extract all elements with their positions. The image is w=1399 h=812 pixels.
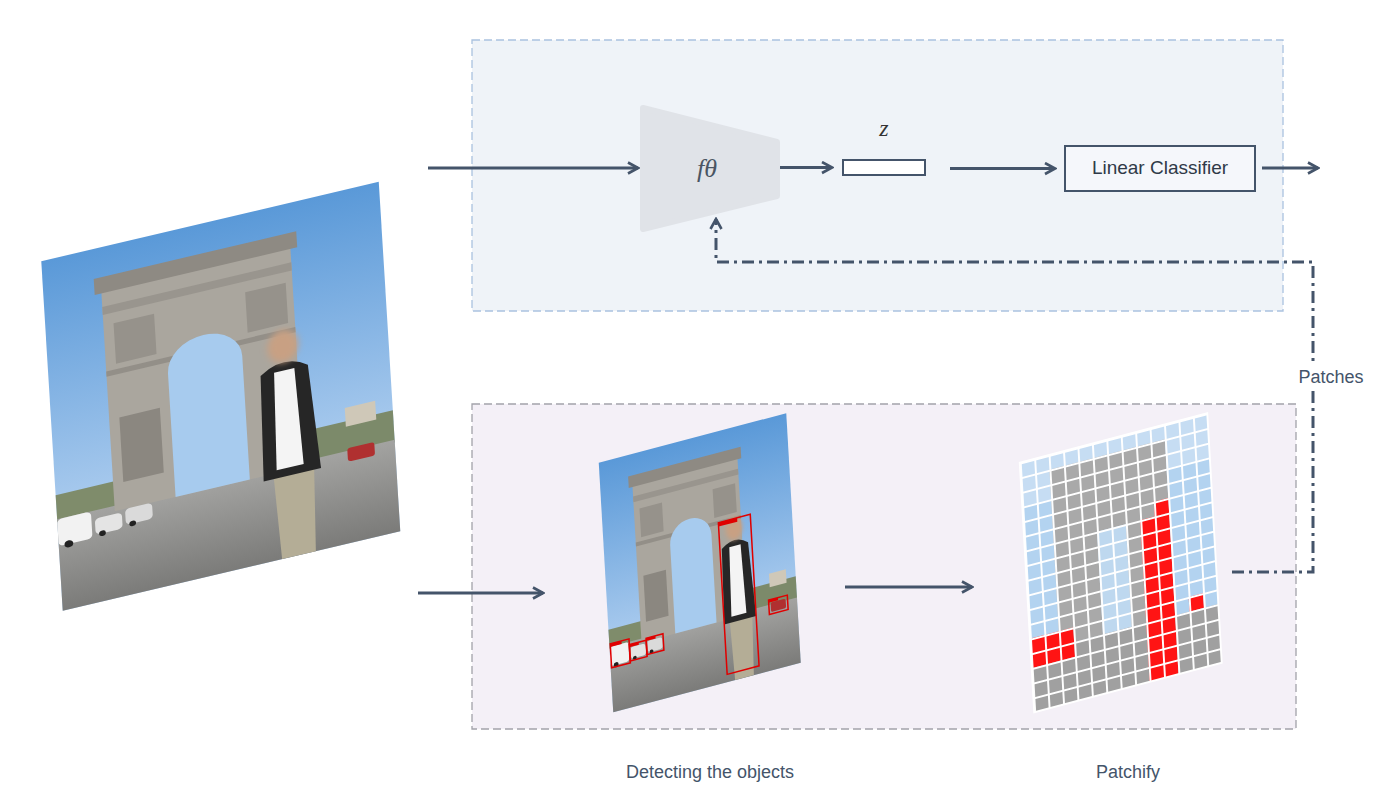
person-box [718, 514, 759, 674]
grid-lines [1020, 413, 1222, 712]
box-tag [629, 642, 639, 647]
figure-caption: Patchify [1096, 762, 1160, 784]
car-box [646, 634, 664, 655]
connector-layer [716, 168, 1313, 588]
classifier-box: Linear Classifier [1064, 145, 1256, 192]
input-arrow [428, 167, 638, 170]
patch-grid [1020, 413, 1222, 712]
box-tag [646, 636, 656, 641]
box-tag [718, 518, 737, 527]
input-arrow [418, 592, 543, 595]
box-tag [610, 641, 621, 647]
vector-bar [842, 159, 926, 176]
encoder-trapezoid: fθ [640, 105, 780, 232]
car-box [769, 595, 789, 614]
flow-arrow [845, 586, 972, 589]
grid-sky [1020, 413, 1222, 712]
detection-figure: Detecting the objects [598, 418, 822, 784]
edge-label-holder: Patches [1294, 364, 1367, 391]
car-box [629, 640, 647, 661]
encoder-shape [643, 108, 777, 229]
grid-outline [1020, 413, 1222, 712]
model-panel [472, 40, 1283, 311]
figure-caption: Detecting the objects [626, 762, 794, 784]
flow-arrow [780, 166, 832, 169]
edge-label: Patches [1294, 364, 1367, 391]
encoder-symbol: fθ [697, 153, 717, 184]
patch-feed-arrow [716, 219, 1313, 572]
box-tag [769, 598, 779, 603]
output-arrow [1262, 167, 1318, 170]
box-label: Linear Classifier [1092, 157, 1228, 180]
embedding-vector: z [842, 114, 926, 176]
patch-grid-figure: Patchify [1010, 415, 1246, 784]
detection-photo [599, 413, 801, 712]
input-photo [41, 182, 400, 611]
patch-panel [472, 404, 1296, 729]
car-box [610, 639, 630, 668]
vector-symbol: z [879, 114, 888, 143]
flow-arrow [950, 167, 1055, 170]
